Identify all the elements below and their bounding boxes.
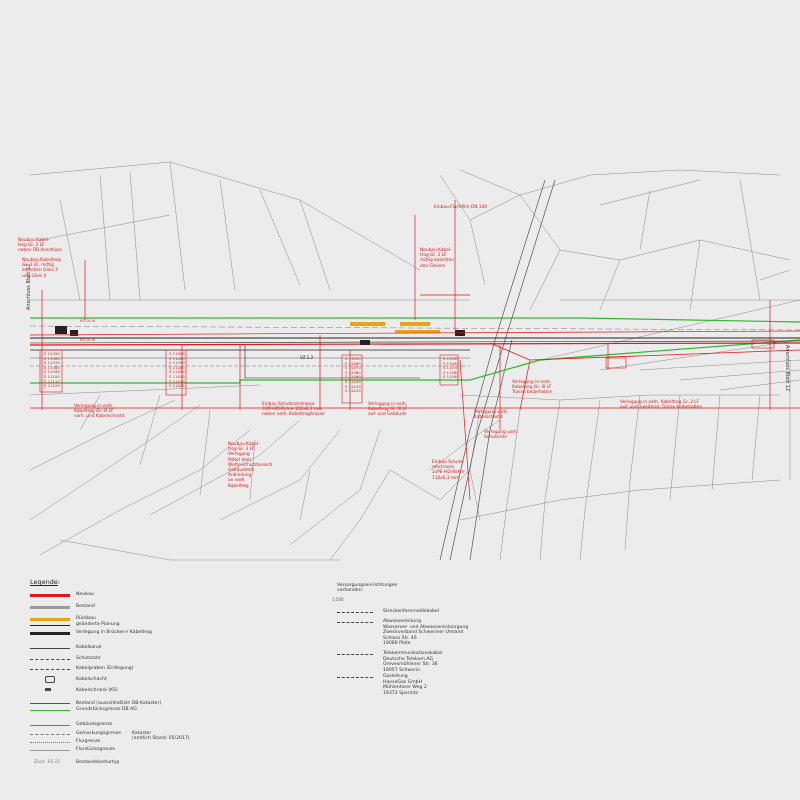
legend-swatch-bruecke	[30, 632, 70, 635]
legend-kataster-note: Kataster(amtlich Stand: 05/2017)	[132, 731, 190, 742]
legend-swatch-bestand	[30, 606, 70, 609]
versorger-symbol-gas	[337, 677, 373, 678]
anschluss-right-label: Anschluss Blatt 12	[784, 345, 790, 391]
legend-title: Legende:	[30, 578, 61, 586]
cable-cabinet-1	[55, 326, 67, 334]
legend-label-grundstueck: Grundstücksgrenze DB AG	[76, 707, 137, 712]
annotation-a4: Einbau Flachfilm DN 100	[434, 205, 488, 210]
legend-swatch-flurstueck	[30, 750, 70, 751]
ks-label-1: KS Gr.IV	[80, 337, 96, 342]
legend-symbol-kabelschacht	[45, 676, 55, 683]
legend-label-gebaeude: Gebäudegrenze	[76, 722, 113, 727]
legend-label-flur: Flurgrenze	[76, 739, 101, 744]
ks-label-2: KS Gr.IV	[80, 318, 96, 323]
legend-swatch-rueckbau	[30, 618, 70, 621]
versorger-symbol-strecke	[337, 612, 373, 613]
legend-label-gepl: geänderte Planung	[76, 622, 120, 627]
cable-cabinet-3	[360, 340, 370, 345]
legend-label-bestand: Bestand	[76, 604, 95, 609]
platform-outline	[244, 345, 420, 379]
removal-marker-1	[350, 322, 385, 326]
legend-symbol-kabelschrank	[45, 688, 51, 691]
legend-swatch-schutzrohr	[30, 659, 70, 660]
legend-swatch-flur	[30, 742, 70, 743]
legend-swatch-kabelkanal	[30, 648, 70, 649]
legend-swatch-neubau	[30, 594, 70, 597]
legend-label-gemarkung: Gemarkungsgrenze	[76, 731, 121, 736]
legend-label-kabelschacht: Kabelschacht	[76, 677, 107, 682]
legend-swatch-gepl	[30, 625, 70, 626]
red-vertical-routes	[29, 200, 800, 501]
removal-marker-3	[395, 330, 440, 333]
parcel-boundaries	[29, 161, 800, 561]
legend-label-schutzrohr: Schutzrohr	[76, 656, 101, 661]
legend-label-bestand-db: Bestand (ausschließlich DB-Kataster)	[76, 701, 162, 706]
legend-swatch-grundstueck	[30, 710, 70, 711]
removal-marker-2	[400, 322, 430, 326]
legend-label-neubau: Neubau	[76, 592, 94, 597]
annotation-a12: Verlegung vorh.Kabelschacht	[474, 410, 509, 421]
annotation-a13: Verlegung vorh.Schutzrohr	[484, 430, 519, 441]
map-scale-label: 1:500	[332, 597, 344, 602]
versorger-symbol-abwasser	[337, 622, 373, 623]
legend-swatch-gemarkung	[30, 734, 70, 735]
versorger-symbol-telekom	[337, 654, 373, 655]
legend-label-kabelkanal: Kabelkanal	[76, 645, 102, 650]
vz-label: VZ 1.2	[300, 355, 314, 360]
station-boxes	[39, 339, 775, 404]
db-boundary-top	[30, 317, 800, 323]
cable-cabinet-2	[70, 330, 78, 336]
legend-bestand-sample: Zust. 16.11	[34, 760, 61, 765]
versorger-strecke: Streckenfernmeldekabel	[383, 609, 439, 614]
legend-label-kabelschrank: Kabelschrank (KS)	[76, 688, 118, 693]
legend-label-bruecke: Verlegung in Brücken-/ Kabeltrog	[76, 630, 152, 635]
legend-label-flurstueck: Flurstücksgrenze	[76, 747, 116, 752]
legend-label-kabelgraben: Kabelgraben (Erdlegung)	[76, 666, 134, 671]
anschluss-left-label: Anschluss Blatt 12	[26, 264, 32, 310]
legend-label-rueckbau: Rückbau	[76, 616, 96, 621]
track-2	[29, 340, 800, 344]
track-axis-1	[29, 325, 800, 331]
legend-swatch-kabelgraben	[30, 669, 70, 670]
db-boundary-bottom	[30, 339, 800, 384]
legend-swatch-bestand-db	[30, 703, 70, 704]
new-cable-route-main	[29, 342, 800, 346]
legend-bestandskontur: Bestandskonturtyp	[76, 760, 120, 765]
railway-corridor	[29, 317, 800, 409]
legend-swatch-gebaeude	[30, 725, 70, 726]
